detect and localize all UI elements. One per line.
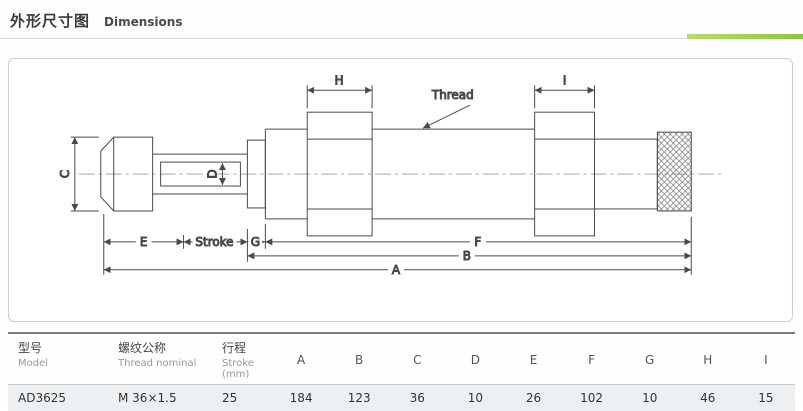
dim-label-c: C — [58, 170, 72, 178]
dim-label-backgrounds — [135, 235, 486, 277]
cell-e: 26 — [525, 391, 542, 405]
dimension-spec-table: 型号 Model 螺纹公称 Thread nominal 行程 Stroke (… — [8, 332, 795, 411]
dim-label-i: I — [563, 73, 567, 87]
dim-label-f: F — [474, 235, 481, 249]
column-header-model-en: Model — [18, 358, 49, 369]
rod-inner-section — [160, 161, 241, 187]
column-header-i: I — [764, 352, 768, 367]
column-header-a: A — [296, 352, 306, 367]
column-header-stroke: 行程 Stroke (mm) — [212, 339, 272, 380]
dim-label-a: A — [392, 263, 401, 277]
table-header-row: 型号 Model 螺纹公称 Thread nominal 行程 Stroke (… — [8, 334, 795, 385]
green-accent-bar — [687, 34, 803, 39]
column-header-f: F — [588, 352, 596, 367]
column-header-h: H — [703, 352, 713, 367]
dimension-I — [534, 85, 596, 109]
page-title-en: Dimensions — [104, 15, 183, 29]
cell-thread: M 36×1.5 — [118, 391, 177, 405]
dimension-annotations: H Thread I C — [57, 73, 692, 277]
cell-c: 36 — [409, 391, 425, 405]
column-header-b: B — [355, 352, 364, 367]
dim-label-e: E — [140, 235, 148, 249]
dimension-C — [70, 136, 99, 212]
column-header-e: E — [529, 352, 538, 367]
cell-g: 10 — [642, 391, 658, 405]
column-header-stroke-cn: 行程 — [222, 341, 247, 355]
piston-cap — [100, 136, 154, 212]
column-header-c: C — [413, 352, 422, 367]
column-header-stroke-en: Stroke (mm) — [222, 358, 254, 380]
dimension-H — [306, 85, 373, 109]
column-header-model-cn: 型号 — [18, 341, 43, 355]
cell-h: 46 — [700, 391, 716, 405]
cell-b: 123 — [347, 391, 371, 405]
dim-label-g: G — [251, 235, 260, 249]
dim-label-d: D — [205, 169, 219, 178]
cell-model: AD3625 — [18, 391, 66, 405]
dimension-drawing-panel: H Thread I C — [8, 58, 793, 322]
thread-leader-line — [422, 104, 471, 129]
shock-absorber-dimension-drawing: H Thread I C — [57, 73, 725, 277]
page-title-cn: 外形尺寸图 — [10, 12, 91, 30]
dim-label-stroke: Stroke — [195, 235, 233, 249]
cell-f: 102 — [580, 391, 604, 405]
page-title: 外形尺寸图 Dimensions — [0, 0, 803, 31]
cell-stroke: 25 — [222, 391, 238, 405]
column-header-g: G — [645, 352, 655, 367]
table-row: AD3625 M 36×1.5 25 184 123 36 10 26 102 … — [8, 385, 795, 411]
column-header-model: 型号 Model — [8, 339, 108, 380]
thread-label: Thread — [431, 88, 474, 102]
column-header-d: D — [470, 352, 480, 367]
dim-label-h: H — [335, 73, 344, 87]
hex-nut-front — [306, 111, 373, 237]
page-header: 外形尺寸图 Dimensions — [0, 0, 803, 39]
column-header-thread: 螺纹公称 Thread nominal — [108, 339, 212, 380]
column-header-thread-cn: 螺纹公称 — [118, 341, 167, 355]
shock-absorber-outline — [100, 111, 692, 237]
dim-label-b: B — [463, 249, 471, 263]
cell-a: 184 — [289, 391, 313, 405]
cell-i: 15 — [758, 391, 774, 405]
cell-d: 10 — [467, 391, 484, 405]
column-header-thread-en: Thread nominal — [118, 358, 197, 369]
knurled-adjuster — [656, 131, 692, 212]
